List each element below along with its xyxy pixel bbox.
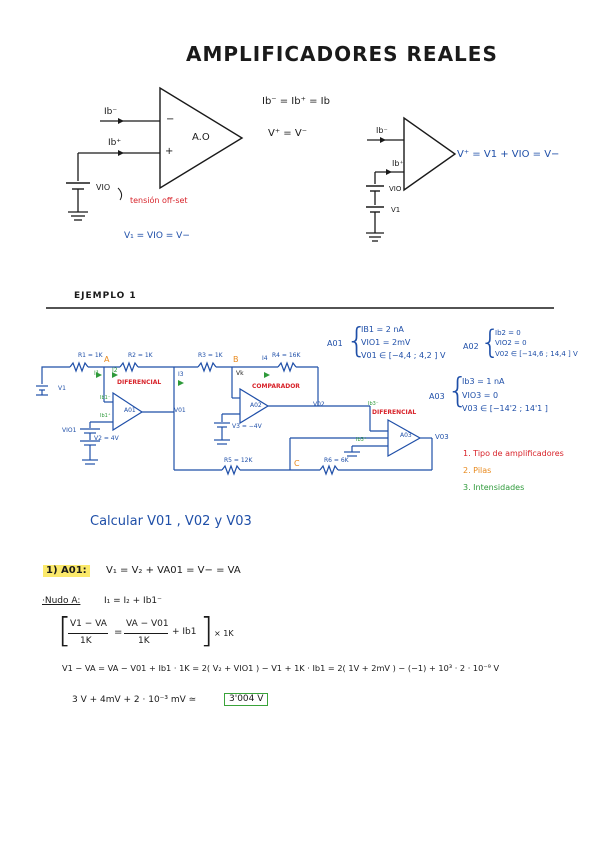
offset-note: tensión off-set <box>130 196 188 205</box>
a02-triangle <box>239 387 270 425</box>
node-c-label: C <box>294 459 300 468</box>
opamp-2-triangle <box>403 116 457 192</box>
i2-label: I2 <box>112 367 118 374</box>
node-a-label: A <box>104 355 110 364</box>
frac1-numerator: V1 − VA <box>70 619 107 629</box>
a02-spec-line: V02 ∈ [−14,6 ; 14,4 ] V <box>495 350 578 358</box>
right-bracket: ] <box>200 611 214 651</box>
a03-spec-line: Ib3 = 1 nA <box>462 377 505 386</box>
inverting-sign: − <box>166 114 175 125</box>
diferencial-2-label: DIFERENCIAL <box>372 409 417 416</box>
i3-label: I3 <box>178 371 184 378</box>
legend-item-1: 1. Tipo de amplificadores <box>463 449 564 458</box>
times-1k: × 1K <box>214 629 234 638</box>
r4-resistor <box>277 361 297 373</box>
a01-triangle <box>112 391 144 432</box>
plus-ib: + Ib1 <box>172 627 197 637</box>
vk-label: Vk <box>236 370 244 377</box>
result-box: 3'004 V <box>224 693 269 706</box>
nudo-label: ·Nudo A: <box>42 596 81 606</box>
a01-brace: { <box>346 321 368 361</box>
step-label: 1) A01: <box>43 565 90 577</box>
ib-plus-label: Ib⁺ <box>108 138 122 148</box>
ib-equation: Ib⁻ = Ib⁺ = Ib <box>262 96 330 107</box>
opamp-1-triangle <box>159 86 244 190</box>
circuit2-ib-minus: Ib⁻ <box>376 126 388 135</box>
a01-spec-name: A01 <box>327 339 343 348</box>
left-bracket: [ <box>58 611 72 651</box>
frac2-bar <box>124 633 168 634</box>
frac1-bar <box>68 633 108 634</box>
a03-label: A03 <box>400 432 412 439</box>
frac2-denominator: 1K <box>138 636 150 646</box>
opamp-label: A.O <box>192 132 210 143</box>
frac2-numerator: VA − V01 <box>126 619 169 629</box>
a01-spec-line: V01 ∈ [−4,4 ; 4,2 ] V <box>361 351 446 360</box>
r1-resistor <box>69 361 89 373</box>
section-heading: EJEMPLO 1 <box>74 291 137 301</box>
a01-spec-line: IB1 = 2 nA <box>361 325 404 334</box>
v-plus-equation: V₁ = VIO = V− <box>124 231 190 241</box>
ib-minus-label: Ib⁻ <box>104 107 118 117</box>
a02-brace: { <box>480 323 501 361</box>
ib-label: Ib3⁻ <box>368 401 379 407</box>
vio1-label: VIO1 <box>62 427 77 434</box>
r5-resistor <box>221 464 241 476</box>
task-statement: Calcular V01 , V02 y V03 <box>90 514 252 529</box>
a03-brace: { <box>447 371 469 411</box>
a02-spec-name: A02 <box>463 342 479 351</box>
v-equation: V⁺ = V⁻ <box>268 128 307 139</box>
ib-label: Ib1⁻ <box>100 395 111 401</box>
r6-label: R6 = 6K <box>324 457 349 464</box>
page-title: AMPLIFICADORES REALES <box>186 42 498 66</box>
a03-spec-line: VIO3 = 0 <box>462 391 499 400</box>
a03-spec-line: V03 ∈ [−14'2 ; 14'1 ] <box>462 404 548 413</box>
a01-label: A01 <box>124 407 136 414</box>
r2-label: R2 = 1K <box>128 352 153 359</box>
r1-label: R1 = 1K <box>78 352 103 359</box>
node-b-label: B <box>233 355 239 364</box>
circuit2-v1: V1 <box>391 206 401 214</box>
circuit2-vio: VIO <box>389 185 402 193</box>
noninverting-sign: + <box>165 146 174 157</box>
legend-item-2: 2. Pilas <box>463 466 492 475</box>
i1-label: I1 <box>94 370 100 377</box>
r3-label: R3 = 1K <box>198 352 223 359</box>
v01-label: V01 <box>174 407 186 414</box>
r4-label: R4 = 16K <box>272 352 301 359</box>
v1-label: V1 <box>58 385 66 392</box>
a02-label: A02 <box>250 402 262 409</box>
result-equation: 3 V + 4mV + 2 · 10⁻³ mV ≃ <box>72 695 197 705</box>
a02-spec-line: Ib2 = 0 <box>495 329 521 337</box>
ib-label: Ib3⁺ <box>356 437 367 443</box>
v02-label: V02 <box>313 401 325 408</box>
r2-resistor <box>119 361 139 373</box>
a01-spec-line: VIO1 = 2mV <box>361 338 411 347</box>
circuit2-ib-plus: Ib⁺ <box>392 159 404 168</box>
equals-sign: = <box>114 627 123 638</box>
frac1-denominator: 1K <box>80 636 92 646</box>
legend-item-3: 3. Intensidades <box>463 483 525 492</box>
vio-label: VIO <box>96 183 111 192</box>
long-equation: V1 − VA = VA − V01 + Ib1 · 1K = 2( V₂ + … <box>62 663 500 673</box>
a03-spec-name: A03 <box>429 392 445 401</box>
ib-label: Ib1⁺ <box>100 413 111 419</box>
v2-label: V2 = 4V <box>94 435 119 442</box>
r6-resistor <box>319 464 339 476</box>
step-equation: V₁ = V₂ + VA01 = V− = VA <box>106 565 241 576</box>
diferencial-1-label: DIFERENCIAL <box>117 379 162 386</box>
r5-label: R5 = 12K <box>224 457 253 464</box>
v3-label: V3 = −4V <box>232 423 262 430</box>
nudo-equation: I₁ = I₂ + Ib1⁻ <box>104 596 162 606</box>
i4-label: I4 <box>262 355 268 362</box>
a02-spec-line: VIO2 = 0 <box>495 339 527 347</box>
v03-label: V03 <box>435 433 449 441</box>
r3-resistor <box>197 361 217 373</box>
circuit2-equation: V⁺ = V1 + VIO = V− <box>457 149 560 160</box>
comparador-label: COMPARADOR <box>252 383 300 390</box>
